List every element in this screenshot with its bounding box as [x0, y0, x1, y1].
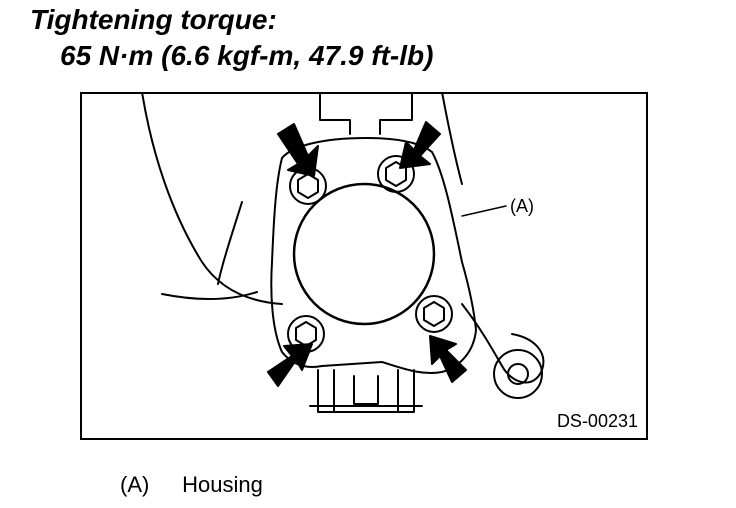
top-right-edge — [441, 94, 463, 185]
hub-bore — [292, 182, 436, 326]
callout-leader — [461, 205, 507, 217]
arrow-top-right — [399, 121, 441, 169]
legend: (A) Housing — [120, 472, 263, 498]
hub-housing-figure: (A) DS-00231 — [80, 92, 648, 440]
torque-spec: 65 N·m (6.6 kgf-m, 47.9 ft-lb) — [60, 40, 434, 71]
sensor-housing — [317, 369, 415, 413]
callout-label-a: (A) — [510, 196, 534, 216]
left-arm-lower — [161, 291, 258, 301]
arrow-bottom-right — [429, 335, 467, 383]
bolt-top-right — [377, 155, 415, 193]
top-arm — [319, 94, 413, 135]
housing-illustration — [141, 94, 545, 413]
legend-label: Housing — [182, 472, 263, 497]
eye-outer — [493, 349, 543, 399]
left-arm-edge — [217, 201, 243, 285]
figure-id: DS-00231 — [556, 411, 638, 431]
bolt-bottom-right — [415, 295, 453, 333]
eye-inner — [507, 363, 529, 385]
left-arm-upper — [141, 94, 283, 305]
page-title: Tightening torque: — [30, 4, 277, 35]
arrow-bottom-left — [267, 343, 313, 387]
legend-code: (A) — [120, 472, 150, 497]
right-arm — [461, 303, 545, 384]
arrow-top-left — [277, 123, 319, 177]
